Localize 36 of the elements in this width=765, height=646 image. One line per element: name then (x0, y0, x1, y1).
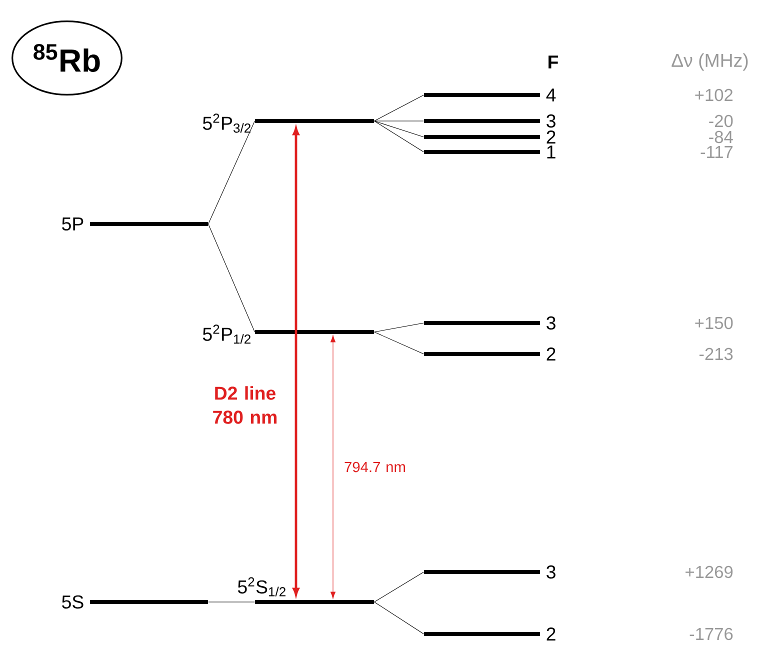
splitting-line (374, 120, 424, 152)
frequency-shift: -213 (699, 348, 733, 360)
edge-label: 794.7 nm (344, 462, 405, 472)
frequency-shift: -84 (709, 130, 733, 144)
frequency-shift: +150 (695, 316, 733, 330)
hyperfine-number: 3 (546, 316, 556, 330)
splitting-line (208, 224, 255, 332)
splitting-line (374, 94, 424, 122)
frequency-shift: +102 (695, 88, 733, 102)
hyperfine-number: 3 (546, 114, 556, 128)
splitting-line (374, 332, 424, 354)
splitting-line (374, 572, 424, 602)
transition-arrow (330, 335, 336, 599)
frequency-shift: -117 (700, 146, 733, 158)
hyperfine-number: 1 (547, 146, 556, 158)
level-label: 5P (62, 218, 84, 231)
splitting-line (374, 120, 424, 122)
level-label: 5$^{2}$S$_{1/2}$ (238, 577, 286, 596)
level-label: 5S (62, 595, 84, 609)
frequency-shift: +1269 (686, 566, 733, 578)
edge-label: D2 line 780 nm (213, 386, 277, 424)
column-header: Δν (MHz) (672, 53, 748, 71)
frequency-shift: -1776 (690, 628, 733, 640)
level-label: 5$^{2}$P$_{1/2}$ (202, 324, 250, 344)
hyperfine-number: 2 (546, 627, 556, 640)
splitting-line (374, 120, 424, 138)
level-label: 5$^{2}$P$_{3/2}$ (202, 114, 250, 133)
hyperfine-number: 4 (546, 88, 556, 102)
hyperfine-number: 2 (546, 347, 556, 361)
splitting-line (374, 602, 424, 634)
splitting-line (374, 322, 424, 332)
frequency-shift: -20 (709, 114, 733, 128)
splitting-line (208, 120, 255, 224)
column-header: F (548, 56, 558, 68)
hyperfine-number: 3 (546, 565, 556, 579)
hyperfine-number: 2 (546, 130, 556, 144)
